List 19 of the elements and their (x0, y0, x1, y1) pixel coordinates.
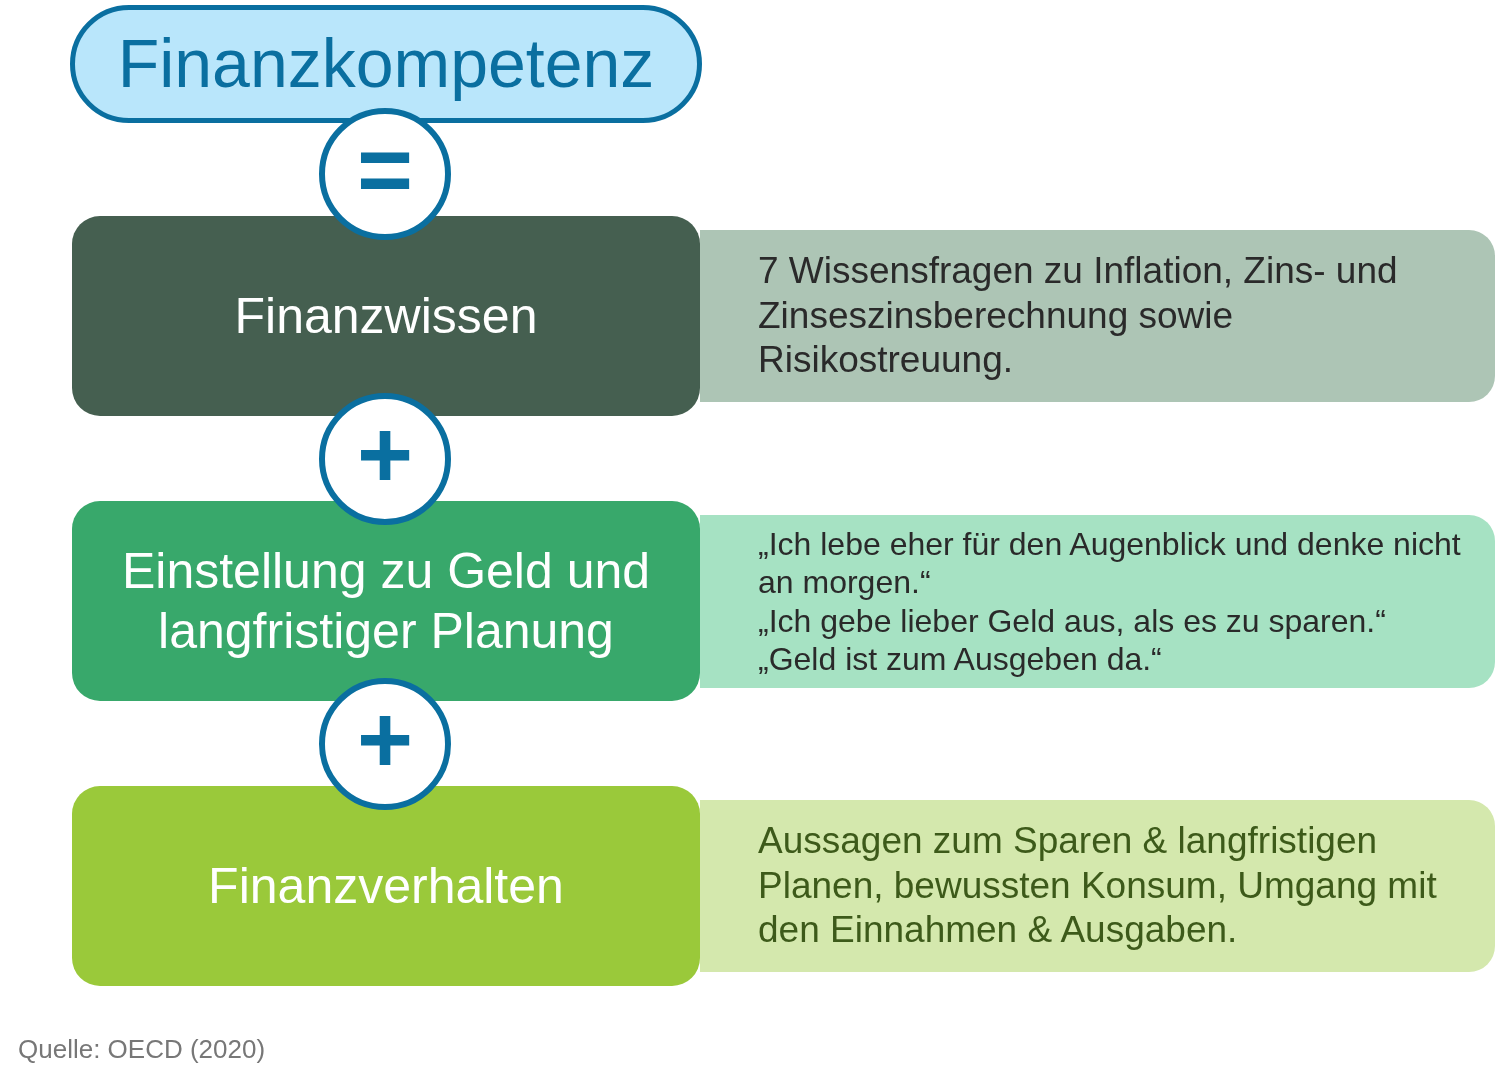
category-label: Finanzverhalten (208, 857, 564, 916)
category-box (72, 786, 700, 986)
operator-symbol: + (356, 692, 414, 788)
description-box (700, 515, 1495, 688)
description-text: „Geld ist zum Ausgeben da.“ (758, 639, 1162, 679)
description-text: „Ich lebe eher für den Augenblick und denke nicht an morgen.“ (758, 524, 1462, 602)
description-text: 7 Wissensfragen zu Inflation, Zins- und Zinseszinsberechnung sowie Risikostreuung. (758, 249, 1399, 383)
operator-symbol: + (356, 407, 414, 503)
category-box (72, 216, 700, 416)
description-text: Aussagen zum Sparen & langfristigen Planen, bewussten Konsum, Umgang mit den Einnahmen & Ausgaben. (758, 819, 1438, 953)
description-box (700, 800, 1495, 972)
category-box (72, 501, 700, 701)
source-note: Quelle: OECD (2020) (18, 1034, 266, 1065)
operator-symbol: = (356, 122, 414, 218)
description-text: „Ich gebe lieber Geld aus, als es zu sparen.“ (758, 601, 1386, 640)
category-label: Einstellung zu Geld und langfristiger Planung (120, 542, 652, 661)
category-label: Finanzwissen (234, 287, 538, 346)
description-box (700, 230, 1495, 402)
title-text: Finanzkompetenz (117, 24, 655, 104)
